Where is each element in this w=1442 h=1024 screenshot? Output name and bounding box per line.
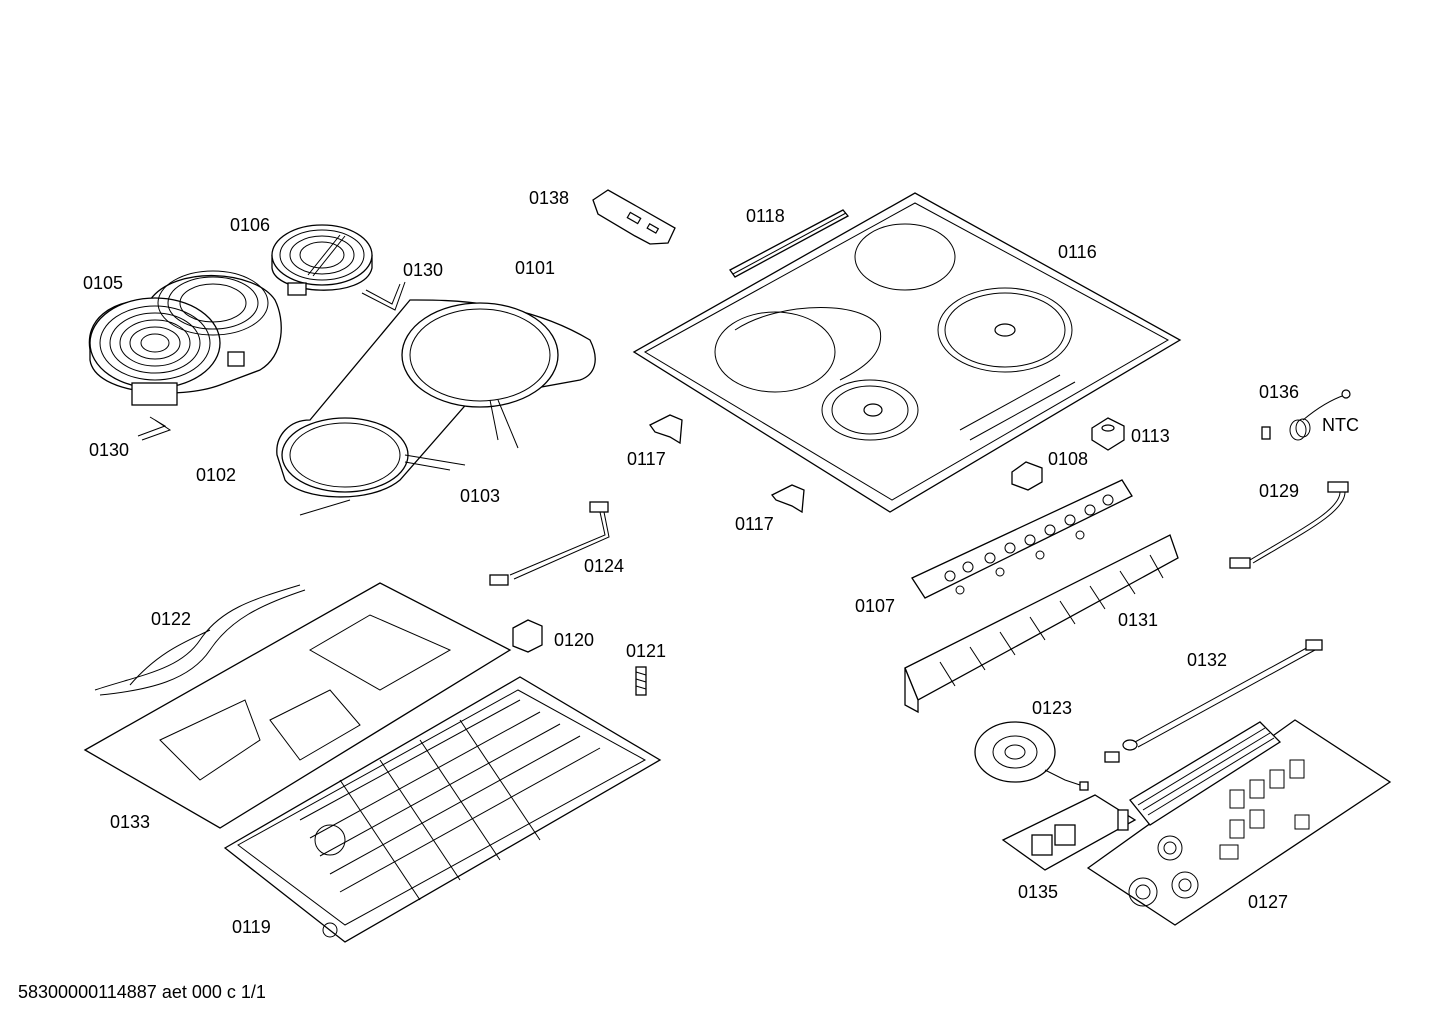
bottom-plate-0133 xyxy=(83,582,512,829)
label-0123: 0123 xyxy=(1032,698,1073,718)
label-0127: 0127 xyxy=(1248,892,1289,912)
label-0113: 0113 xyxy=(1131,426,1170,446)
module-0108 xyxy=(1011,461,1043,491)
label-0122: 0122 xyxy=(151,609,192,629)
label-0117-a: 0117 xyxy=(627,449,666,469)
label-0129: 0129 xyxy=(1259,481,1300,501)
label-0101: 0101 xyxy=(515,258,556,278)
label-0108: 0108 xyxy=(1048,449,1089,469)
frame-0131 xyxy=(904,534,1179,714)
dual-heating-element-0105 xyxy=(88,270,282,406)
label-0124: 0124 xyxy=(584,556,625,576)
label-0116: 0116 xyxy=(1058,242,1097,262)
fan-0123 xyxy=(974,721,1089,791)
label-0130-b: 0130 xyxy=(89,440,130,460)
label-0106: 0106 xyxy=(230,215,271,235)
label-0138: 0138 xyxy=(529,188,570,208)
clip-0130-top xyxy=(361,281,406,311)
cable-0132 xyxy=(1104,639,1323,763)
bracket-0138 xyxy=(592,189,676,245)
label-0135: 0135 xyxy=(1018,882,1059,902)
label-0132: 0132 xyxy=(1187,650,1228,670)
glass-ceramic-top-0116 xyxy=(632,192,1182,513)
heating-element-0106 xyxy=(271,224,373,296)
label-0102: 0102 xyxy=(196,465,237,485)
clamp-0117-b xyxy=(770,484,805,514)
label-0121: 0121 xyxy=(626,641,667,661)
label-ntc: NTC xyxy=(1322,415,1359,435)
label-0118: 0118 xyxy=(746,206,785,226)
ntc-sensor-0136 xyxy=(1261,389,1351,441)
label-0133: 0133 xyxy=(110,812,151,832)
label-0107: 0107 xyxy=(855,596,896,616)
label-0120: 0120 xyxy=(554,630,595,650)
seal-strip-0118 xyxy=(729,209,850,278)
footer-document-id: 58300000114887 aet 000 c 1/1 xyxy=(18,982,266,1002)
housing-0119 xyxy=(223,676,662,943)
cable-0124 xyxy=(489,501,610,586)
label-0105: 0105 xyxy=(83,273,124,293)
power-board-0127 xyxy=(1086,719,1392,926)
label-0103: 0103 xyxy=(460,486,501,506)
clip-0130-bottom xyxy=(137,416,172,441)
label-0136: 0136 xyxy=(1259,382,1300,402)
label-0117-b: 0117 xyxy=(735,514,774,534)
heating-carrier-plate-0102 xyxy=(276,299,596,516)
label-0131: 0131 xyxy=(1118,610,1159,630)
cable-0129 xyxy=(1229,481,1349,569)
control-board-0107 xyxy=(911,479,1133,599)
part-0120 xyxy=(512,619,543,653)
spring-0121 xyxy=(635,666,647,696)
board-0135 xyxy=(1001,794,1137,871)
clamp-0117-a xyxy=(649,414,683,445)
label-0130-a: 0130 xyxy=(403,260,444,280)
sensor-0113 xyxy=(1091,417,1125,451)
label-0119: 0119 xyxy=(232,917,271,937)
power-cable-0122 xyxy=(94,584,306,696)
